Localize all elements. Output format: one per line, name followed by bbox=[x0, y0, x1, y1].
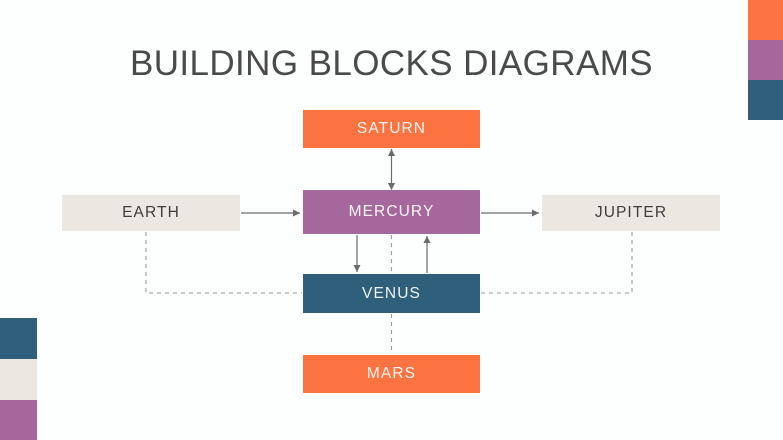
block-venus[interactable]: VENUS bbox=[303, 274, 480, 313]
block-saturn-label: SATURN bbox=[356, 120, 427, 137]
block-mercury-label: MERCURY bbox=[348, 203, 435, 220]
right-bar-orange bbox=[748, 0, 783, 40]
block-jupiter-label: JUPITER bbox=[594, 204, 668, 221]
left-bar-purple bbox=[0, 400, 37, 440]
block-mars-label: MARS bbox=[366, 365, 417, 382]
block-mercury[interactable]: MERCURY bbox=[303, 190, 480, 234]
block-mars[interactable]: MARS bbox=[303, 355, 480, 393]
left-bar-beige bbox=[0, 359, 37, 400]
page-title: BUILDING BLOCKS DIAGRAMS bbox=[129, 44, 654, 83]
right-bar-teal bbox=[748, 80, 783, 120]
block-saturn[interactable]: SATURN bbox=[303, 110, 480, 148]
left-bar-teal bbox=[0, 318, 37, 359]
block-jupiter[interactable]: JUPITER bbox=[542, 195, 720, 231]
connector-earth-venus bbox=[145, 232, 302, 294]
block-earth-label: EARTH bbox=[122, 204, 180, 221]
right-bar-purple bbox=[748, 40, 783, 80]
connector-venus-jupiter bbox=[481, 232, 633, 294]
block-earth[interactable]: EARTH bbox=[62, 195, 240, 231]
block-venus-label: VENUS bbox=[362, 284, 421, 302]
